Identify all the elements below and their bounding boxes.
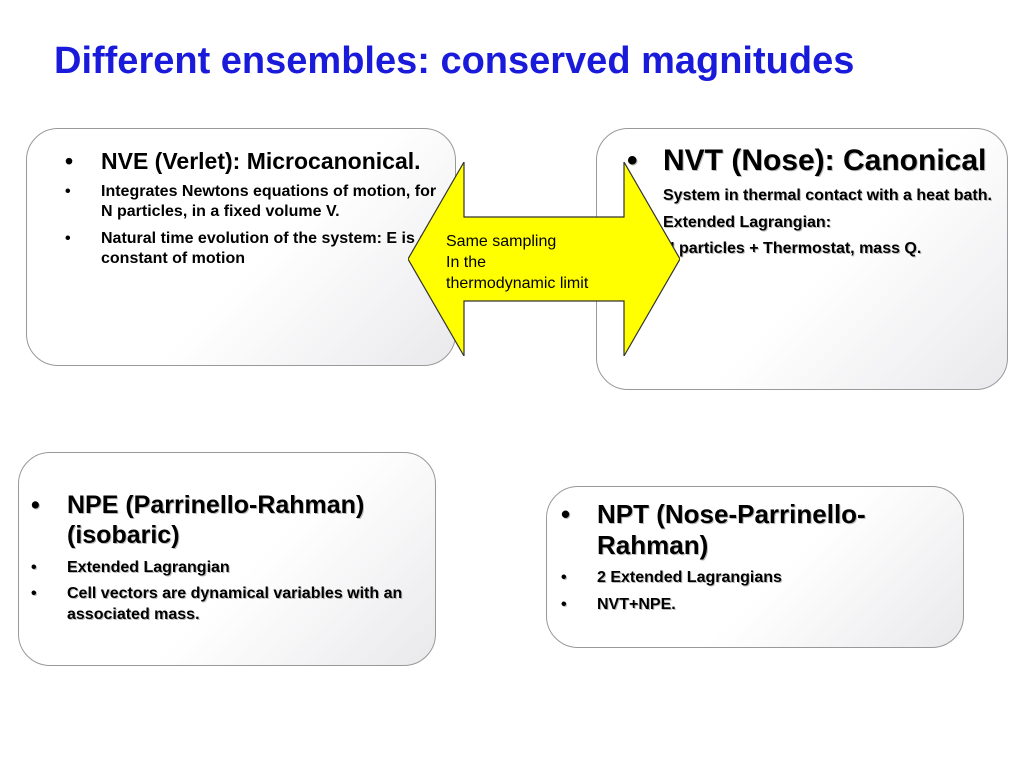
- nvt-heading: NVT (Nose): Canonical: [627, 143, 1001, 179]
- npt-item-2: NVT+NPE.: [561, 595, 957, 616]
- nvt-item-2: Extended Lagrangian:: [627, 213, 1001, 234]
- nve-list: NVE (Verlet): Microcanonical. Integrates…: [65, 147, 446, 276]
- nve-item-2: Natural time evolution of the system: E …: [65, 229, 446, 270]
- npe-item-1: Extended Lagrangian: [31, 558, 427, 579]
- nvt-box: NVT (Nose): Canonical System in thermal …: [596, 128, 1008, 390]
- nvt-item-3: N particles + Thermostat, mass Q.: [627, 239, 1001, 260]
- nve-box: NVE (Verlet): Microcanonical. Integrates…: [26, 128, 456, 366]
- npe-heading: NPE (Parrinello-Rahman) (isobaric): [31, 491, 427, 550]
- double-arrow-icon: [408, 162, 680, 356]
- arrow-line-1: Same sampling: [446, 233, 557, 250]
- npe-list: NPE (Parrinello-Rahman) (isobaric) Exten…: [31, 491, 427, 631]
- nve-item-1: Integrates Newtons equations of motion, …: [65, 182, 446, 223]
- nvt-list: NVT (Nose): Canonical System in thermal …: [627, 143, 1001, 266]
- slide-title: Different ensembles: conserved magnitude…: [54, 40, 855, 82]
- arrow-line-3: thermodynamic limit: [446, 274, 589, 292]
- npt-list: NPT (Nose-Parrinello-Rahman) 2 Extended …: [561, 499, 957, 621]
- arrow-line-2: In the: [446, 253, 487, 271]
- double-arrow-shape: [408, 162, 680, 356]
- npe-box: NPE (Parrinello-Rahman) (isobaric) Exten…: [18, 452, 436, 666]
- npt-item-1: 2 Extended Lagrangians: [561, 568, 957, 589]
- nve-heading: NVE (Verlet): Microcanonical.: [65, 147, 446, 176]
- npt-box: NPT (Nose-Parrinello-Rahman) 2 Extended …: [546, 486, 964, 648]
- npt-heading: NPT (Nose-Parrinello-Rahman): [561, 499, 957, 560]
- npe-item-2: Cell vectors are dynamical variables wit…: [31, 584, 427, 625]
- nvt-item-1: System in thermal contact with a heat ba…: [627, 186, 1001, 207]
- arrow-label: Same sampling In the thermodynamic limit: [446, 232, 656, 294]
